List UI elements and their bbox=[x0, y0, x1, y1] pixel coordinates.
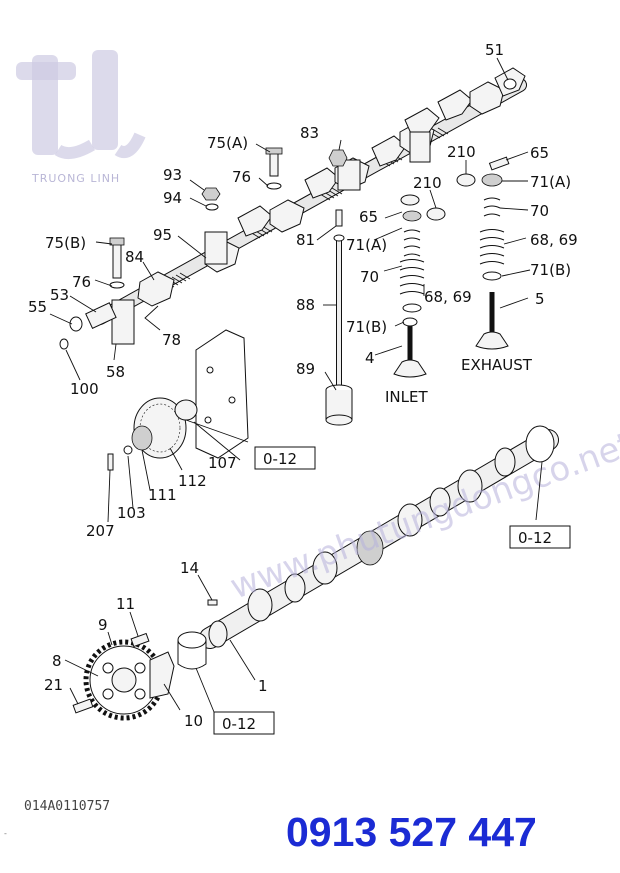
callout-14: 14 bbox=[180, 559, 199, 577]
callout-70-exhaust: 70 bbox=[530, 202, 549, 220]
document-number: 014A0110757 bbox=[24, 799, 110, 814]
callout-55: 55 bbox=[28, 298, 47, 316]
callout-71a-inlet: 71(A) bbox=[346, 236, 387, 254]
reference-box-0-12-c: 0-12 bbox=[213, 711, 275, 735]
callout-8: 8 bbox=[52, 652, 62, 670]
logo-subtitle: TRUONG LINH bbox=[31, 172, 120, 185]
callout-58: 58 bbox=[106, 363, 125, 381]
callout-112: 112 bbox=[178, 472, 207, 490]
callout-94: 94 bbox=[163, 189, 182, 207]
callout-65-inlet: 65 bbox=[359, 208, 378, 226]
reference-box-0-12-b: 0-12 bbox=[509, 525, 571, 549]
callout-53: 53 bbox=[50, 286, 69, 304]
exhaust-valve-group bbox=[456, 156, 510, 350]
callout-95: 95 bbox=[153, 226, 172, 244]
callout-107: 107 bbox=[208, 454, 237, 472]
corner-mark: - bbox=[4, 829, 7, 838]
callout-labels: 51 83 75(A) 210 65 210 71(A) 93 76 94 65… bbox=[28, 41, 578, 730]
callout-100: 100 bbox=[70, 380, 99, 398]
callout-207: 207 bbox=[86, 522, 115, 540]
callout-75b: 75(B) bbox=[45, 234, 86, 252]
reference-box-label: 0-12 bbox=[263, 450, 297, 468]
callout-210-inlet: 210 bbox=[413, 174, 442, 192]
callout-75a: 75(A) bbox=[207, 134, 248, 152]
camshaft bbox=[177, 425, 559, 670]
callout-71b-inlet: 71(B) bbox=[346, 318, 387, 336]
engine-block-fragment bbox=[195, 329, 249, 459]
leader-lines bbox=[49, 57, 543, 713]
callout-68-69-inlet: 68, 69 bbox=[424, 288, 472, 306]
callout-11: 11 bbox=[116, 595, 135, 613]
callout-4: 4 bbox=[365, 349, 375, 367]
pushrod-tappet bbox=[325, 234, 353, 426]
callout-88: 88 bbox=[296, 296, 315, 314]
callout-68-69-exhaust: 68, 69 bbox=[530, 231, 578, 249]
callout-84: 84 bbox=[125, 248, 144, 266]
callout-9: 9 bbox=[98, 616, 108, 634]
reference-box-label: 0-12 bbox=[518, 529, 552, 547]
callout-83: 83 bbox=[300, 124, 319, 142]
reference-box-0-12-a: 0-12 bbox=[254, 446, 316, 470]
callout-71b-exhaust: 71(B) bbox=[530, 261, 571, 279]
callout-21: 21 bbox=[44, 676, 63, 694]
inlet-valve-group bbox=[393, 194, 446, 378]
callout-111: 111 bbox=[148, 486, 177, 504]
callout-103: 103 bbox=[117, 504, 146, 522]
callout-78: 78 bbox=[162, 331, 181, 349]
cam-gear bbox=[72, 632, 175, 721]
reference-box-label: 0-12 bbox=[222, 715, 256, 733]
inlet-label: INLET bbox=[385, 388, 428, 406]
callout-89: 89 bbox=[296, 360, 315, 378]
callout-70-inlet: 70 bbox=[360, 268, 379, 286]
callout-210-exhaust: 210 bbox=[447, 143, 476, 161]
rocker-shaft-assembly bbox=[93, 67, 527, 345]
exhaust-label: EXHAUST bbox=[461, 356, 533, 374]
callout-76-upper: 76 bbox=[232, 168, 251, 186]
callout-10: 10 bbox=[184, 712, 203, 730]
callout-65-exhaust: 65 bbox=[530, 144, 549, 162]
callout-76-lower: 76 bbox=[72, 273, 91, 291]
bolts-hardware bbox=[59, 147, 348, 350]
callout-71a-exhaust: 71(A) bbox=[530, 173, 571, 191]
callout-81: 81 bbox=[296, 231, 315, 249]
callout-5: 5 bbox=[535, 290, 545, 308]
phone-number: 0913 527 447 bbox=[286, 809, 537, 855]
idler-gear-assembly bbox=[107, 397, 198, 471]
callout-93: 93 bbox=[163, 166, 182, 184]
callout-1: 1 bbox=[258, 677, 268, 695]
truong-linh-logo: TRUONG LINH bbox=[16, 50, 146, 185]
callout-51: 51 bbox=[485, 41, 504, 59]
